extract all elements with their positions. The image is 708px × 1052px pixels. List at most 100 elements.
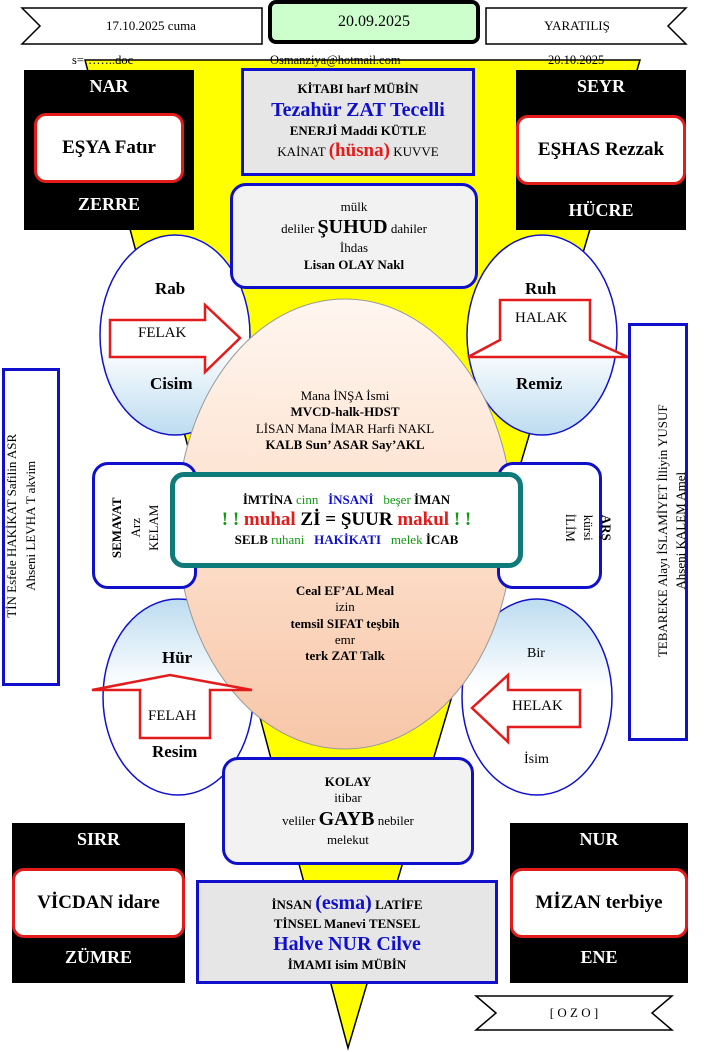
mulk-line4: Lisan OLAY Nakl xyxy=(303,256,405,272)
center-date: 20.09.2025 xyxy=(338,13,410,30)
right-side-line1: İLİM xyxy=(562,513,578,542)
ellipse-br-bottom: İsim xyxy=(524,752,549,767)
ellipse-tr-bottom: Remiz xyxy=(516,374,563,393)
center-r1-cinn: cinn xyxy=(295,491,319,507)
mulk-box: mülk deliler ŞUHUD dahiler İhdas Lisan O… xyxy=(230,183,478,289)
gayb-box: KOLAY itibar veliler GAYB nebiler meleku… xyxy=(222,757,474,865)
right-side-line3: ARŞ xyxy=(598,514,614,541)
mulk-line1: mülk xyxy=(340,199,368,215)
oval-lower5: terk ZAT Talk xyxy=(305,648,385,663)
bottom-center-box: İNSAN (esma) LATİFE TİNSEL Manevi TENSEL… xyxy=(196,880,498,984)
bottom-box-line3: Halve NUR Cilve xyxy=(273,933,421,955)
top-box-line2: Tezahür ZAT Tecelli xyxy=(271,98,445,121)
center-r3-ruhani: ruhani xyxy=(271,531,305,547)
gayb-line3-pre: veliler xyxy=(282,812,319,828)
mulk-line2-pre: deliler xyxy=(281,221,318,237)
gayb-line3-post: nebiler xyxy=(374,812,414,828)
ellipse-br-top: Bir xyxy=(527,646,545,661)
ellipse-bl-arrow: FELAH xyxy=(148,708,197,724)
bottom-box-line1: İNSAN (esma) LATİFE xyxy=(271,891,422,916)
bottom-box-esma: (esma) xyxy=(315,891,372,914)
bottom-box-line1-pre: İNSAN xyxy=(271,896,316,912)
corner-top-right-inner: EŞHAS Rezzak xyxy=(516,115,686,185)
center-r3-selb: SELB xyxy=(234,531,268,547)
corner-bottom-left-bottom: ZÜMRE xyxy=(65,947,132,967)
center-r3-melek: melek xyxy=(390,531,423,547)
top-box-line4-pre: KAİNAT xyxy=(277,143,329,159)
center-r2-muhal: muhal xyxy=(243,509,296,531)
oval-lower4: emr xyxy=(334,631,356,647)
gayb-line1: KOLAY xyxy=(324,774,372,790)
top-box-line1: KİTABI harf MÜBİN xyxy=(297,81,419,97)
center-r1-beser: beşer xyxy=(383,491,411,507)
right-vertical-line1: TEBAREKE Alayı İSLAMİYET İlliyin YUSUF xyxy=(655,404,671,658)
right-vertical-line2: Ahseni KALEM Amel xyxy=(673,471,689,590)
gayb-line2: itibar xyxy=(334,790,362,806)
left-vertical-line1: Ahseni LEVHA T akvim xyxy=(23,460,39,591)
center-r2-excl-left: ! ! xyxy=(221,509,240,531)
corner-top-left-inner: EŞYA Fatır xyxy=(34,113,184,183)
oval-upper3: LİSAN Mana İMAR Harfi NAKL xyxy=(255,420,435,436)
center-row2: ! ! muhal Zİ = ŞUUR makul ! ! xyxy=(222,508,471,532)
bottom-box-line1-post: LATİFE xyxy=(371,896,423,912)
center-r1-iman: İMAN xyxy=(414,491,451,507)
center-r2-suur: ŞUUR xyxy=(340,509,393,531)
right-vertical-box: TEBAREKE Alayı İSLAMİYET İlliyin YUSUF A… xyxy=(628,323,688,741)
mulk-line2: deliler ŞUHUD dahiler xyxy=(281,215,427,240)
right-side-line2: kürsi xyxy=(580,514,596,541)
left-vertical-line2: TİN Esfele HAKİKAT Safilin ASR xyxy=(4,433,20,618)
center-teal-box: İMTİNA cinn İNSANİ beşer İMAN ! ! muhal … xyxy=(170,472,523,568)
oval-upper4: KALB Sun’ ASAR Say’AKL xyxy=(265,436,425,452)
oval-lower3: temsil SIFAT teşbih xyxy=(290,615,400,631)
corner-box-top-left: NAR EŞYA Fatır ZERRE xyxy=(24,70,194,230)
file-ref: s=……..doc xyxy=(72,53,134,67)
oval-lower1: Ceal EF’AL Meal xyxy=(295,583,395,598)
top-box-line4: KAİNAT (hüsna) KUVVE xyxy=(277,139,438,163)
corner-bottom-left-title: SIRR xyxy=(76,829,120,849)
corner-box-bottom-left: SIRR VİCDAN idare ZÜMRE xyxy=(12,823,185,983)
top-center-box: KİTABI harf MÜBİN Tezahür ZAT Tecelli EN… xyxy=(241,68,475,176)
center-r1-imtina: İMTİNA xyxy=(242,491,293,507)
arrow-felak xyxy=(108,302,242,375)
corner-top-right-bottom: HÜCRE xyxy=(568,200,634,220)
ribbon-left xyxy=(20,7,263,45)
mulk-line2-post: dahiler xyxy=(387,221,427,237)
gayb-line3: veliler GAYB nebiler xyxy=(282,807,414,832)
corner-bottom-right-bottom: ENE xyxy=(580,947,618,967)
center-date-box: 20.09.2025 xyxy=(268,0,480,44)
right-title-label: YARATILIŞ xyxy=(544,18,610,33)
oval-upper-text: Mana İNŞA İsmi MVCD-halk-HDST LİSAN Mana… xyxy=(190,388,500,453)
ribbon-footer xyxy=(473,995,675,1031)
center-row1: İMTİNA cinn İNSANİ beşer İMAN xyxy=(243,492,450,508)
oval-upper1: Mana İNŞA İsmi xyxy=(300,388,390,403)
center-r2-equals: = xyxy=(325,509,337,531)
right-date: 20.10.2025 xyxy=(548,53,605,67)
corner-bottom-left-inner: VİCDAN idare xyxy=(12,868,185,938)
email: Osmanziya@hotmail.com xyxy=(270,53,401,67)
arrow-felah xyxy=(91,673,253,740)
ellipse-br-arrow: HELAK xyxy=(512,698,563,714)
oval-lower2: izin xyxy=(335,599,355,615)
ellipse-tl-top: Rab xyxy=(155,279,186,298)
ellipse-bl-top: Hür xyxy=(162,648,193,667)
left-side-line3: KELAM xyxy=(146,504,162,551)
ellipse-tr-top: Ruh xyxy=(525,279,557,298)
bottom-box-line4: İMAMI isim MÜBİN xyxy=(287,957,407,972)
left-side-line2: Arz xyxy=(128,518,144,538)
center-r3-icab: İCAB xyxy=(425,531,459,547)
bottom-box-line2: TİNSEL Manevi TENSEL xyxy=(273,915,421,931)
center-r2-makul: makul xyxy=(397,509,450,531)
ribbon-right xyxy=(485,7,688,45)
footer-label: [ O Z O ] xyxy=(549,1005,599,1020)
center-r2-excl-right: ! ! xyxy=(453,509,472,531)
gayb-line4: melekut xyxy=(327,831,369,847)
corner-box-bottom-right: NUR MİZAN terbiye ENE xyxy=(510,823,688,983)
left-side-line1: SEMAVAT xyxy=(109,497,125,559)
mulk-shuhud: ŞUHUD xyxy=(317,216,388,239)
ellipse-tl-bottom: Cisim xyxy=(150,374,193,393)
top-box-line4-post: KUVVE xyxy=(389,143,439,159)
corner-top-left-bottom: ZERRE xyxy=(77,194,140,214)
center-r2-zi: Zİ xyxy=(300,509,321,531)
center-row3: SELB ruhani HAKİKATI melek İCAB xyxy=(235,532,459,548)
